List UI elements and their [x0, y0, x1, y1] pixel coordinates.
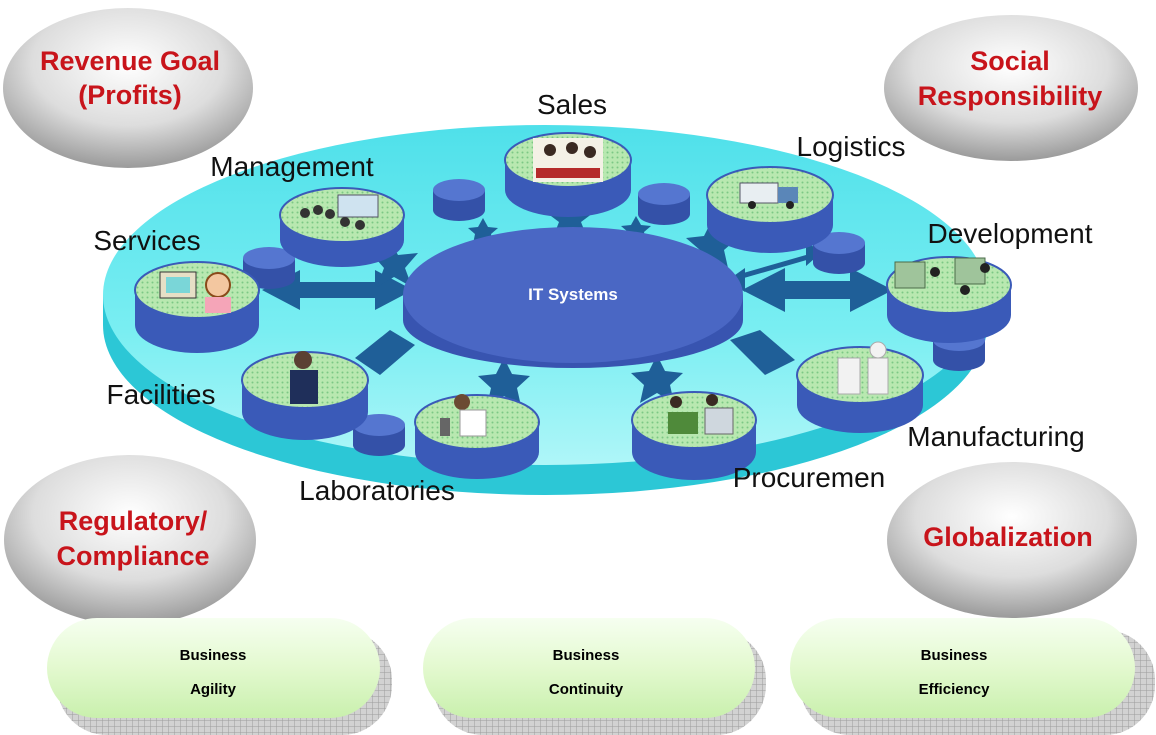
- procurement-team-illustration: [668, 394, 734, 435]
- efficiency-business-label: Business: [921, 647, 988, 664]
- connector-stars: [371, 192, 738, 406]
- sales-meeting-illustration: [533, 138, 603, 182]
- scientist-illustration: [440, 394, 487, 437]
- pillar-business-agility: Business Agility: [47, 618, 392, 735]
- pod-manufacturing: [796, 341, 924, 433]
- pod-services: [134, 261, 260, 353]
- revenue-goal-bubble: Revenue Goal (Profits): [3, 8, 253, 168]
- logistics-label: Logistics: [797, 131, 906, 162]
- pod-procurement: [631, 391, 757, 480]
- pillar-business-continuity: Business Continuity: [423, 618, 766, 735]
- compliance-label: Compliance: [56, 541, 209, 571]
- continuity-label: Continuity: [549, 681, 624, 698]
- sales-label: Sales: [537, 89, 607, 120]
- facilities-label: Facilities: [107, 379, 216, 410]
- meeting-illustration: [300, 194, 379, 230]
- manufacturing-label: Manufacturing: [907, 421, 1084, 452]
- efficiency-label: Efficiency: [919, 681, 991, 698]
- truck-illustration: [739, 182, 798, 209]
- development-label: Development: [928, 218, 1093, 249]
- regulatory-label: Regulatory/: [59, 506, 208, 536]
- pod-laboratories: [414, 394, 540, 479]
- connection-arrows: [262, 242, 893, 375]
- cylinder-b: [433, 179, 485, 221]
- services-arrow: [262, 270, 413, 310]
- responsibility-label: Responsibility: [918, 81, 1103, 111]
- social-label: Social: [970, 46, 1050, 76]
- laboratories-label: Laboratories: [299, 475, 455, 506]
- revenue-goal-label: Revenue Goal: [40, 46, 220, 76]
- manufacturing-arrow: [730, 330, 795, 375]
- help-desk-illustration: [159, 271, 231, 313]
- pod-development: [886, 256, 1012, 343]
- agility-label: Agility: [190, 681, 236, 698]
- pod-sales: [504, 132, 632, 217]
- cylinder-c: [638, 183, 690, 225]
- procurement-label: Procuremen: [733, 462, 886, 493]
- connector-cylinders: [243, 179, 985, 456]
- it-systems-hub: IT Systems: [403, 227, 743, 368]
- services-label: Services: [93, 225, 200, 256]
- development-team-illustration: [894, 257, 990, 295]
- cleanroom-worker-illustration: [837, 341, 889, 395]
- it-systems-label: IT Systems: [528, 285, 618, 304]
- profits-label: (Profits): [78, 80, 182, 110]
- regulatory-compliance-bubble: Regulatory/ Compliance: [4, 455, 256, 625]
- pod-facilities: [241, 351, 369, 440]
- globalization-label: Globalization: [923, 522, 1093, 552]
- social-responsibility-bubble: Social Responsibility: [884, 15, 1138, 161]
- pod-management: [279, 187, 405, 267]
- agility-business-label: Business: [180, 647, 247, 664]
- globalization-bubble: Globalization: [887, 462, 1137, 618]
- cylinder-f: [353, 414, 405, 456]
- development-arrow: [742, 268, 893, 312]
- facilities-arrow: [355, 330, 415, 375]
- security-guard-illustration: [290, 351, 318, 404]
- pillar-business-efficiency: Business Efficiency: [790, 618, 1155, 735]
- continuity-business-label: Business: [553, 647, 620, 664]
- pod-logistics: [706, 166, 834, 253]
- management-label: Management: [210, 151, 374, 182]
